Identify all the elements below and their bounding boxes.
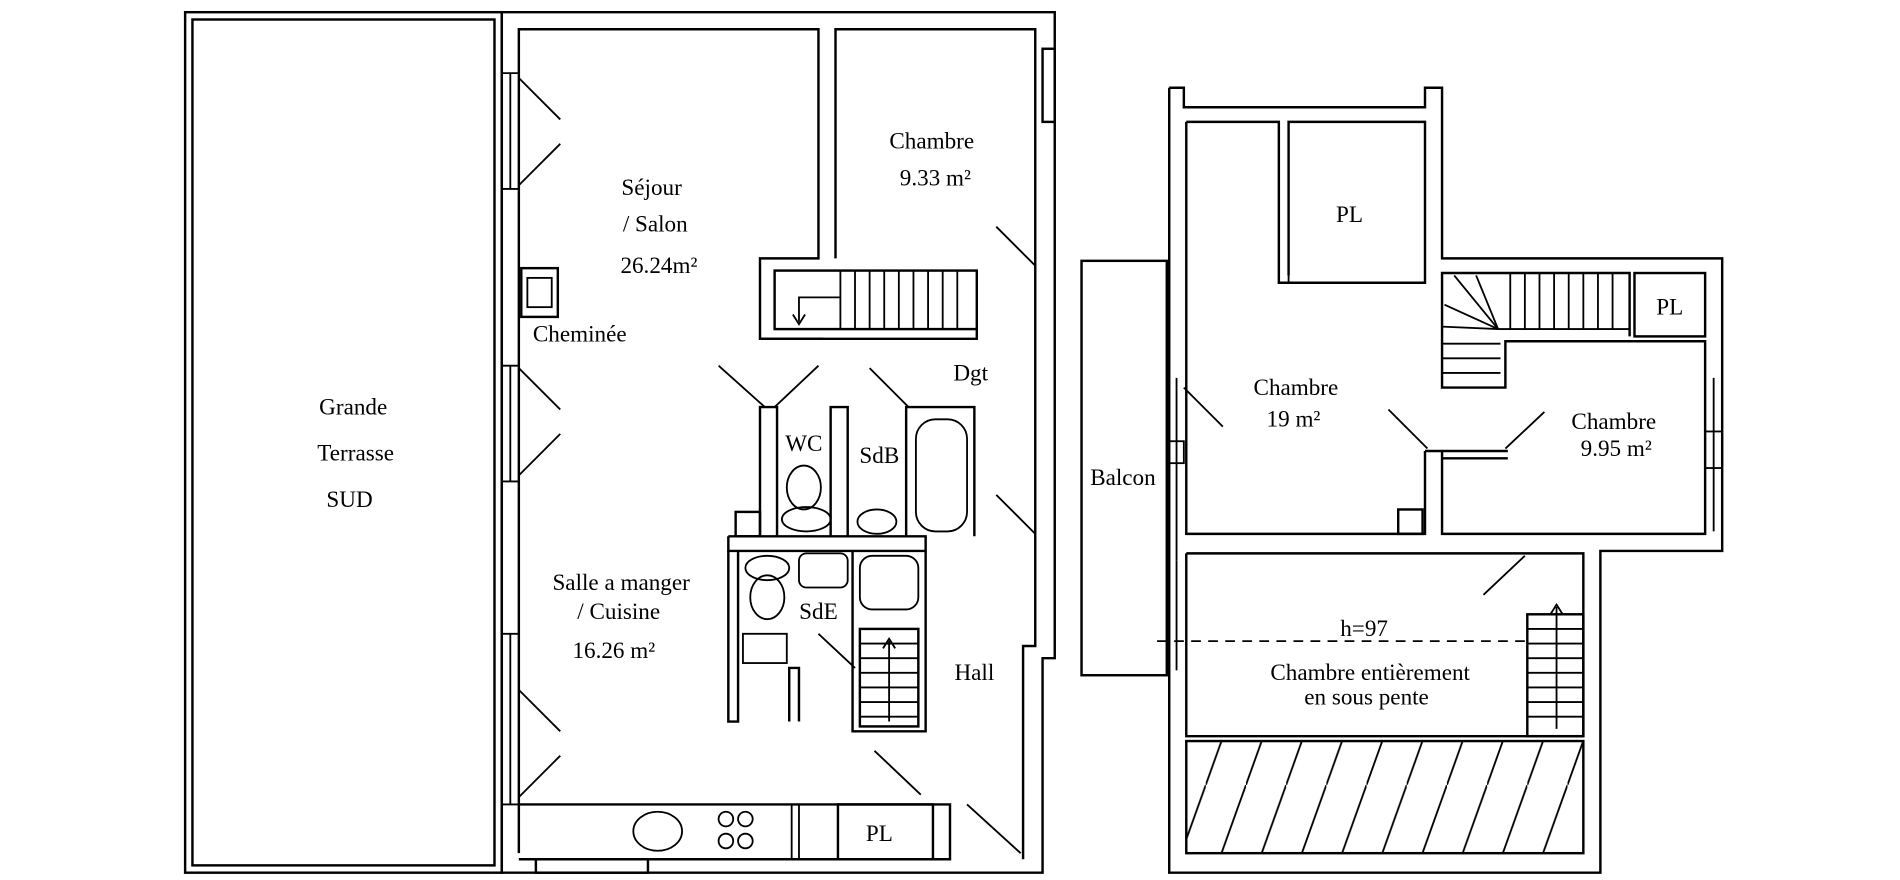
- staircase-lower: [1526, 613, 1585, 738]
- cooktop: [717, 810, 754, 850]
- label-chambre-19: Chambre: [1254, 375, 1339, 401]
- label-cheminee: Cheminée: [533, 321, 627, 347]
- label-wc: WC: [785, 431, 822, 457]
- balcon-outline: [1080, 259, 1169, 677]
- label-sejour-area: 26.24m²: [620, 253, 697, 279]
- label-sous-pente-1: Chambre entièrement: [1270, 660, 1470, 686]
- label-terrasse-1: Grande: [319, 394, 387, 420]
- label-pl-top: PL: [1336, 202, 1363, 228]
- label-sejour-1: Séjour: [621, 175, 682, 201]
- label-pl-small: PL: [1656, 294, 1683, 320]
- label-hall: Hall: [954, 660, 994, 686]
- kitchen-sink: [632, 810, 683, 852]
- pl-closet-small: [1633, 271, 1707, 338]
- left-floor-plan: Grande Terrasse SUD Séjour / Salon 26.24…: [183, 10, 1056, 874]
- label-sejour-2: / Salon: [623, 212, 688, 238]
- pl-closet-left: [836, 803, 935, 861]
- staircase-top: [773, 269, 979, 331]
- upper-outer-wall: [1168, 86, 1724, 874]
- staircase-hall: [858, 627, 920, 728]
- label-salle-area: 16.26 m²: [572, 638, 655, 664]
- pl-closet-top: [1287, 120, 1426, 284]
- staircase-upper: [1442, 273, 1630, 374]
- label-salle-1: Salle a manger: [552, 570, 690, 596]
- label-dgt: Dgt: [953, 360, 988, 386]
- label-salle-2: / Cuisine: [577, 599, 660, 625]
- right-floor-plan: PL PL Chambre 19 m² Chambre 9.95 m² Balc…: [1080, 86, 1724, 874]
- sde-toilet: [749, 574, 786, 621]
- label-pl-left: PL: [866, 821, 893, 847]
- bathtub: [914, 418, 968, 533]
- label-chambre-area: 9.33 m²: [900, 165, 971, 191]
- label-sous-pente-2: en sous pente: [1304, 684, 1429, 710]
- label-terrasse-3: SUD: [326, 487, 372, 513]
- shower: [858, 554, 920, 611]
- label-terrasse-2: Terrasse: [317, 441, 394, 467]
- label-chambre-19-area: 19 m²: [1267, 407, 1321, 433]
- toilet: [785, 464, 822, 511]
- label-chambre-995: Chambre: [1571, 409, 1656, 435]
- fireplace: [520, 266, 560, 319]
- label-height: h=97: [1340, 616, 1388, 642]
- label-balcon: Balcon: [1090, 465, 1156, 491]
- label-sdb: SdB: [859, 443, 899, 469]
- house-outer-wall: [500, 10, 1056, 874]
- label-sde: SdE: [799, 599, 838, 625]
- label-chambre: Chambre: [889, 129, 974, 155]
- sink: [856, 508, 898, 535]
- label-chambre-995-area: 9.95 m²: [1581, 436, 1652, 462]
- hatched-area: [1185, 739, 1585, 855]
